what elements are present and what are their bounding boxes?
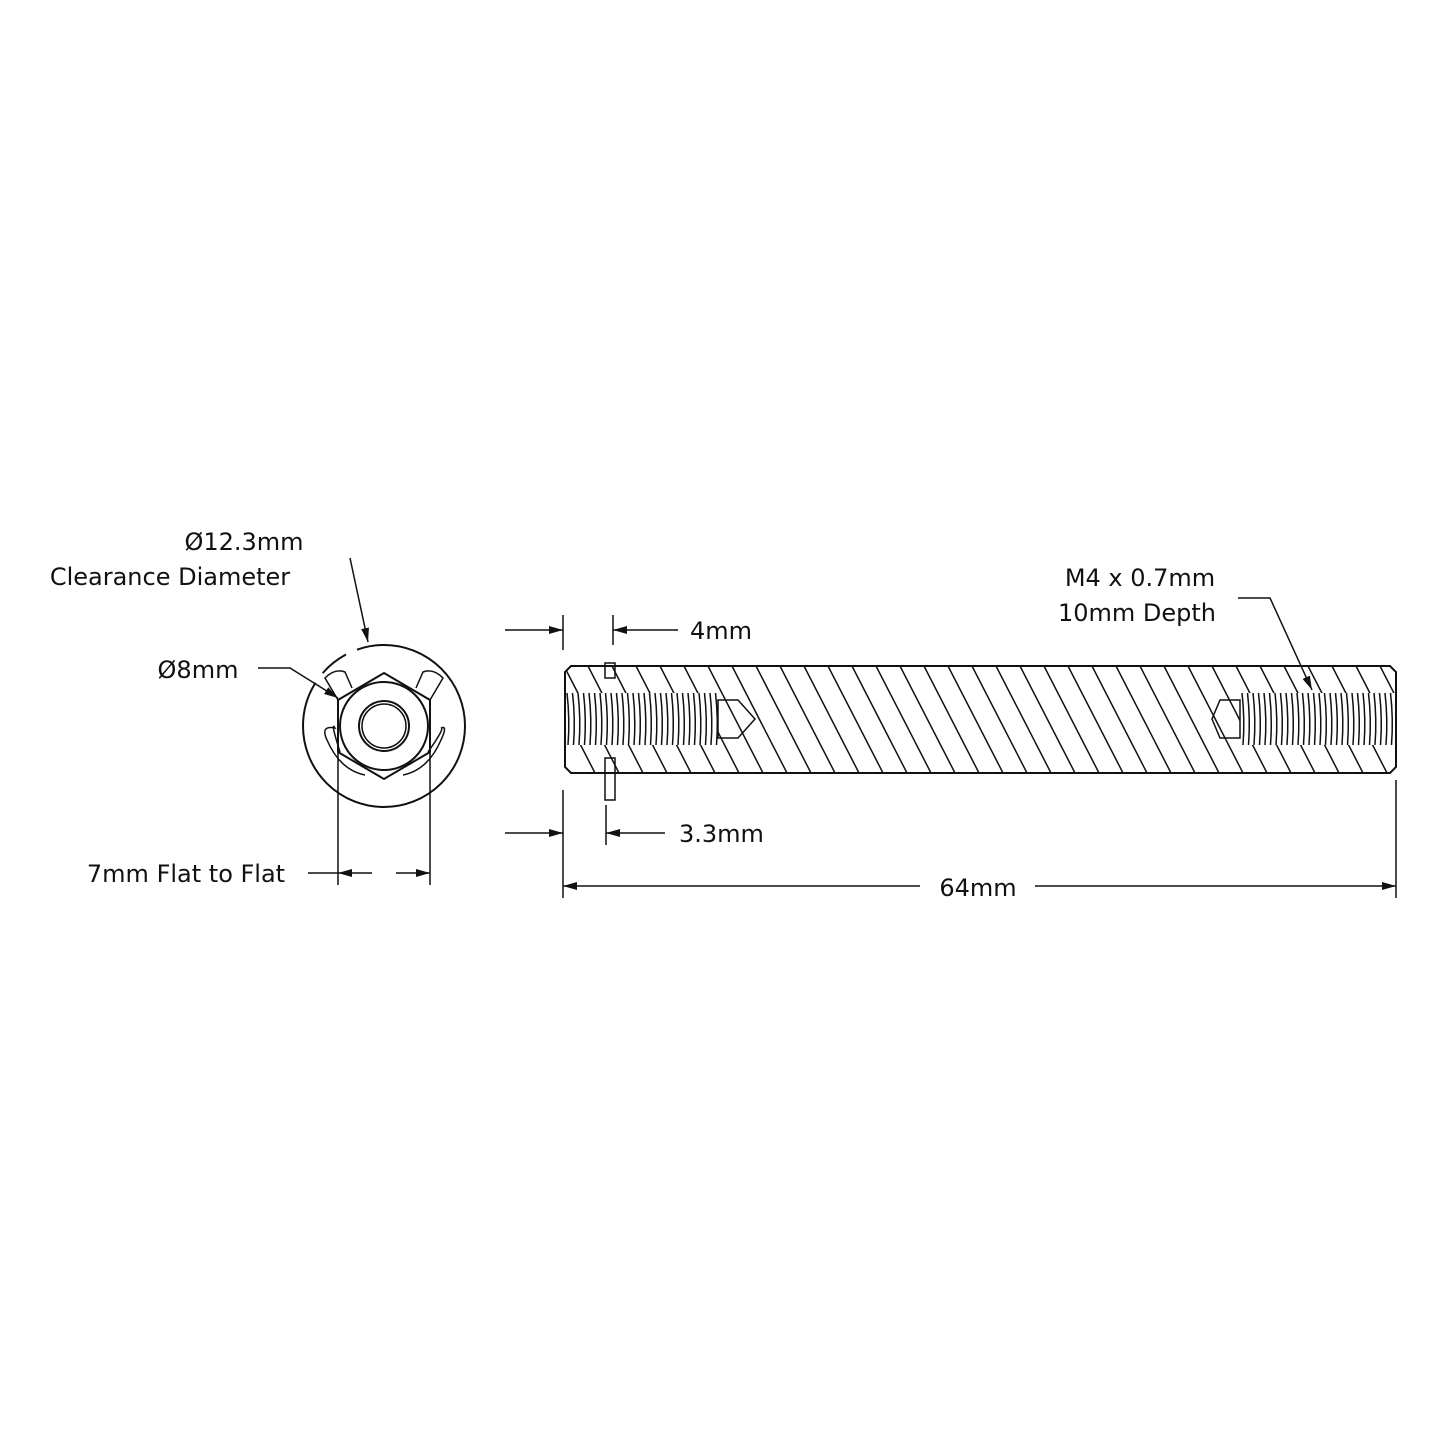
thread-line xyxy=(1373,692,1377,746)
thread-line xyxy=(1389,692,1394,746)
clearance-diameter-value: Ø12.3mm xyxy=(184,528,303,556)
thread-line xyxy=(1241,692,1245,746)
thread-spec-label: M4 x 0.7mm xyxy=(1065,564,1215,592)
thread-line xyxy=(659,692,664,746)
end-offset-bottom-label: 3.3mm xyxy=(679,820,764,848)
end-view xyxy=(258,557,466,885)
thread-line xyxy=(692,692,697,746)
hatch-line xyxy=(755,666,812,773)
hatch-line xyxy=(899,666,956,773)
thread-line xyxy=(1312,692,1317,746)
end-offset-top-label: 4mm xyxy=(690,617,752,645)
hatch-line xyxy=(803,666,860,773)
thread-line xyxy=(714,692,719,746)
thread-line xyxy=(1301,692,1306,746)
hatch-line xyxy=(875,666,932,773)
thread-line xyxy=(1279,692,1284,746)
thread-line xyxy=(1285,692,1289,746)
thread-line xyxy=(1323,692,1328,746)
thread-line xyxy=(654,692,658,746)
thread-line xyxy=(1384,692,1388,746)
hatch-line xyxy=(779,666,836,773)
hatch-line xyxy=(1115,666,1172,773)
thread-line xyxy=(670,692,675,746)
thread-line xyxy=(621,692,625,746)
hex-bore-circle xyxy=(339,681,429,771)
thread-line xyxy=(571,692,576,746)
thread-line xyxy=(643,692,647,746)
hex-outline xyxy=(337,671,431,781)
hatch-line xyxy=(1067,666,1124,773)
hatch-line xyxy=(827,666,884,773)
thread-line xyxy=(626,692,631,746)
thread-line xyxy=(665,692,669,746)
thread-line xyxy=(687,692,691,746)
thread-line xyxy=(1351,692,1355,746)
thread-line xyxy=(1334,692,1339,746)
thread-line xyxy=(1340,692,1344,746)
hatch-line xyxy=(731,666,788,773)
hex-diameter-label: Ø8mm xyxy=(158,656,239,684)
flat-to-flat-label: 7mm Flat to Flat xyxy=(87,860,285,888)
hatch-line xyxy=(1091,666,1148,773)
hatch-line xyxy=(707,666,764,773)
thread-line xyxy=(632,692,636,746)
thread-line xyxy=(1290,692,1295,746)
thread-line xyxy=(709,692,713,746)
hatch-line xyxy=(1404,666,1445,773)
thread-line xyxy=(615,692,620,746)
spacer-body xyxy=(564,665,1397,774)
side-view xyxy=(505,597,1445,898)
hatch-line xyxy=(851,666,908,773)
thread-hole xyxy=(358,700,410,752)
hatch-line xyxy=(1428,666,1445,773)
thread-line xyxy=(1263,692,1267,746)
thread-line xyxy=(1307,692,1311,746)
hatch-line xyxy=(1187,666,1244,773)
thread-line xyxy=(1329,692,1333,746)
hatch-line xyxy=(971,666,1028,773)
hatch-line xyxy=(1379,666,1396,773)
thread-line xyxy=(1268,692,1273,746)
thread-line xyxy=(1356,692,1361,746)
thread-line xyxy=(1378,692,1383,746)
thread-line xyxy=(1252,692,1256,746)
hatch-line xyxy=(947,666,1004,773)
thread-line xyxy=(593,692,598,746)
thread-line xyxy=(1257,692,1262,746)
thread-line xyxy=(582,692,587,746)
thread-line xyxy=(566,692,570,746)
thread-line xyxy=(1345,692,1350,746)
thread-line xyxy=(599,692,603,746)
hatch-line xyxy=(1043,666,1100,773)
thread-line xyxy=(588,692,592,746)
thread-line xyxy=(1246,692,1251,746)
thread-line xyxy=(1318,692,1322,746)
thread-line xyxy=(681,692,686,746)
thread-line xyxy=(637,692,642,746)
thread-line xyxy=(577,692,581,746)
thread-line xyxy=(703,692,708,746)
thread-line xyxy=(1296,692,1300,746)
thread-depth-label: 10mm Depth xyxy=(1058,599,1216,627)
thread-line xyxy=(1367,692,1372,746)
thread-line xyxy=(1362,692,1366,746)
hatch-line xyxy=(995,666,1052,773)
thread-line xyxy=(610,692,614,746)
clearance-circle xyxy=(302,644,466,808)
hatch-line xyxy=(1139,666,1196,773)
thread-line xyxy=(604,692,609,746)
thread-line xyxy=(698,692,702,746)
hatch-line xyxy=(1019,666,1076,773)
clearance-diameter-label: Clearance Diameter xyxy=(50,563,290,591)
hatch-line xyxy=(1163,666,1220,773)
length-label: 64mm xyxy=(939,874,1016,902)
thread-line xyxy=(648,692,653,746)
thread-line xyxy=(676,692,680,746)
hatch-line xyxy=(923,666,980,773)
thread-line xyxy=(1274,692,1278,746)
